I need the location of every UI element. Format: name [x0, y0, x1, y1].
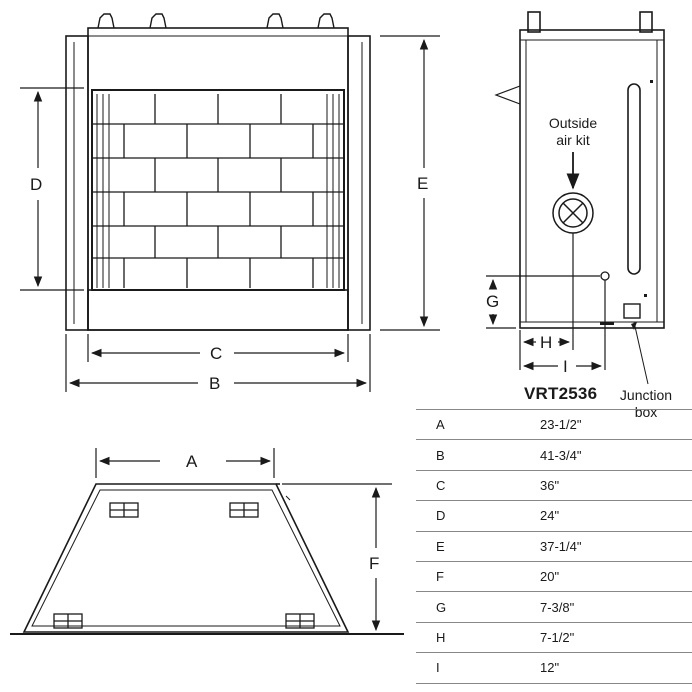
outside-air-kit-opening: [552, 192, 594, 234]
outside-air-kit-label-line1: Outside: [549, 115, 597, 131]
model-title: VRT2536: [524, 384, 598, 403]
top-dimensions: [95, 448, 392, 632]
row-key: D: [416, 500, 522, 532]
left-flange: [65, 35, 89, 331]
top-view-outline: [22, 483, 350, 633]
row-value: 20": [522, 560, 692, 592]
dim-label-d: D: [30, 175, 42, 194]
dim-label-a: A: [186, 452, 198, 471]
dim-label-h: H: [540, 333, 552, 352]
row-value: 36": [522, 469, 692, 501]
front-dimensions: [20, 35, 440, 392]
front-view: [65, 13, 371, 331]
row-key: C: [416, 469, 522, 501]
right-flange: [347, 35, 371, 331]
row-key: A: [416, 408, 522, 440]
firebrick-pattern: [92, 94, 344, 288]
dim-label-b: B: [209, 374, 220, 393]
side-view: [494, 11, 665, 329]
junction-box-label-line1: Junction: [620, 387, 672, 403]
row-value: 7-1/2": [522, 621, 692, 653]
row-key: F: [416, 560, 522, 592]
side-body: [519, 29, 665, 329]
junction-box: [623, 303, 641, 319]
row-key: E: [416, 530, 522, 562]
dim-label-i: I: [563, 357, 568, 376]
row-value: 23-1/2": [522, 408, 692, 440]
top-tabs: [97, 13, 335, 29]
dim-label-f: F: [369, 554, 379, 573]
side-dimensions: [486, 152, 649, 385]
side-slot: [627, 83, 641, 275]
row-value: 24": [522, 500, 692, 532]
row-value: 41-3/4": [522, 439, 692, 471]
row-key: H: [416, 621, 522, 653]
dim-label-e: E: [417, 174, 428, 193]
row-value: 7-3/8": [522, 591, 692, 623]
dim-label-g: G: [486, 292, 499, 311]
outside-air-kit-label-line2: air kit: [556, 132, 590, 148]
gas-inlet: [600, 271, 610, 281]
top-view: [10, 483, 404, 635]
row-key: B: [416, 439, 522, 471]
dim-label-c: C: [210, 344, 222, 363]
row-value: 12": [522, 652, 692, 684]
fireplace-base: [87, 289, 349, 331]
top-view-grilles: [53, 502, 315, 629]
row-key: G: [416, 591, 522, 623]
row-key: I: [416, 652, 522, 684]
row-value: 37-1/4": [522, 530, 692, 562]
